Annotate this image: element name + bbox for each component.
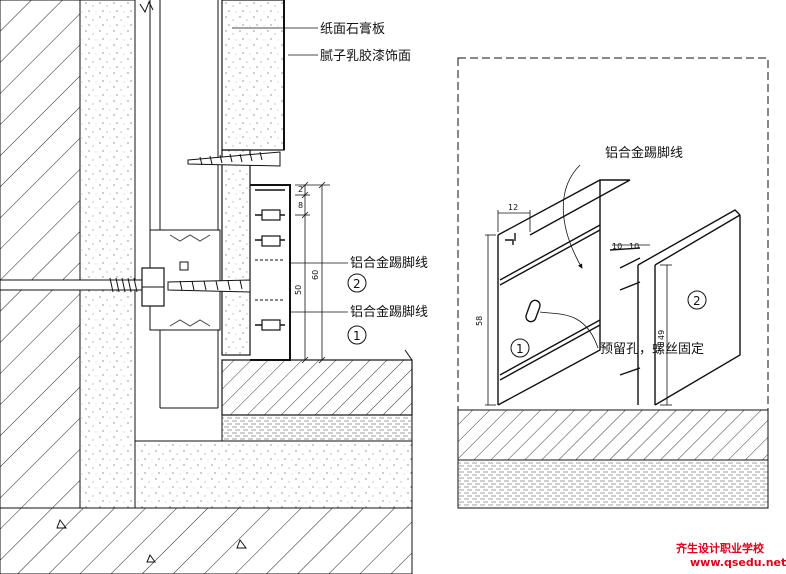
dim-8: 8 — [298, 201, 303, 210]
label-baseboard-1: 铝合金踢脚线 — [350, 304, 428, 320]
floor-substrate — [221, 414, 413, 442]
label-detail-hole: 预留孔，螺丝固定 — [600, 342, 704, 357]
break-mark — [404, 349, 413, 361]
dim-10b: 10 — [629, 242, 639, 251]
marker-1: 1 — [353, 329, 361, 343]
dim-49: 49 — [657, 330, 666, 340]
detail-marker-1: 1 — [516, 342, 524, 356]
leader-arrow — [562, 164, 583, 269]
label-baseboard-2: 铝合金踢脚线 — [350, 255, 428, 271]
baseboard-profile-section — [250, 184, 291, 361]
label-gypsum-board: 纸面石膏板 — [320, 21, 385, 37]
detail-marker-2: 2 — [693, 294, 701, 308]
dim-58: 58 — [475, 316, 484, 326]
gypsum-board — [221, 0, 285, 151]
dim-50: 50 — [294, 285, 303, 295]
left-section-view: 2 8 50 60 纸面石膏板 腻子乳胶漆饰面 铝合金踢脚线 2 铝合金踢脚线 … — [0, 0, 428, 574]
label-putty-finish: 腻子乳胶漆饰面 — [320, 48, 411, 64]
bolt-thread — [109, 277, 138, 293]
concrete-slab — [134, 440, 413, 509]
dimension-lines — [295, 181, 330, 364]
anchor-bolt-shaft — [0, 279, 151, 291]
marker-2: 2 — [353, 277, 361, 291]
lower-board — [221, 149, 251, 356]
right-detail-view: 12 10 10 58 49 1 2 铝合金踢脚线 预留孔，螺丝固定 — [457, 57, 769, 509]
plaster-layer — [79, 0, 136, 509]
floor-slab — [0, 507, 413, 574]
baseboard-profile-2 — [609, 209, 741, 406]
marker-circle-1 — [347, 325, 367, 345]
bracket-screw-hole — [179, 261, 189, 271]
marker-circle-2 — [347, 273, 367, 293]
watermark-school: 齐生设计职业学校 — [676, 541, 765, 555]
detail-marker-circle-1 — [510, 338, 530, 358]
detail-floor-substrate — [457, 459, 769, 509]
dim-2: 2 — [298, 185, 303, 194]
aggregate-mark — [56, 518, 247, 563]
dim-60: 60 — [311, 270, 320, 280]
screw-upper — [187, 151, 281, 167]
baseboard-profile-1 — [497, 179, 631, 406]
break-mark — [139, 0, 154, 14]
dim-10a: 10 — [612, 242, 622, 251]
detail-marker-circle-2 — [687, 290, 707, 310]
screw-lower — [167, 279, 251, 293]
leader-line-hole — [539, 311, 599, 349]
dim-12: 12 — [508, 203, 518, 212]
detail-dimension-lines — [485, 210, 672, 406]
watermark-url: www.qsedu.net — [690, 556, 786, 569]
bracket-teeth — [169, 234, 211, 327]
label-detail-baseboard: 铝合金踢脚线 — [605, 145, 683, 161]
floor-finish — [221, 359, 413, 416]
detail-floor-finish — [457, 409, 769, 461]
structural-wall — [0, 0, 81, 509]
